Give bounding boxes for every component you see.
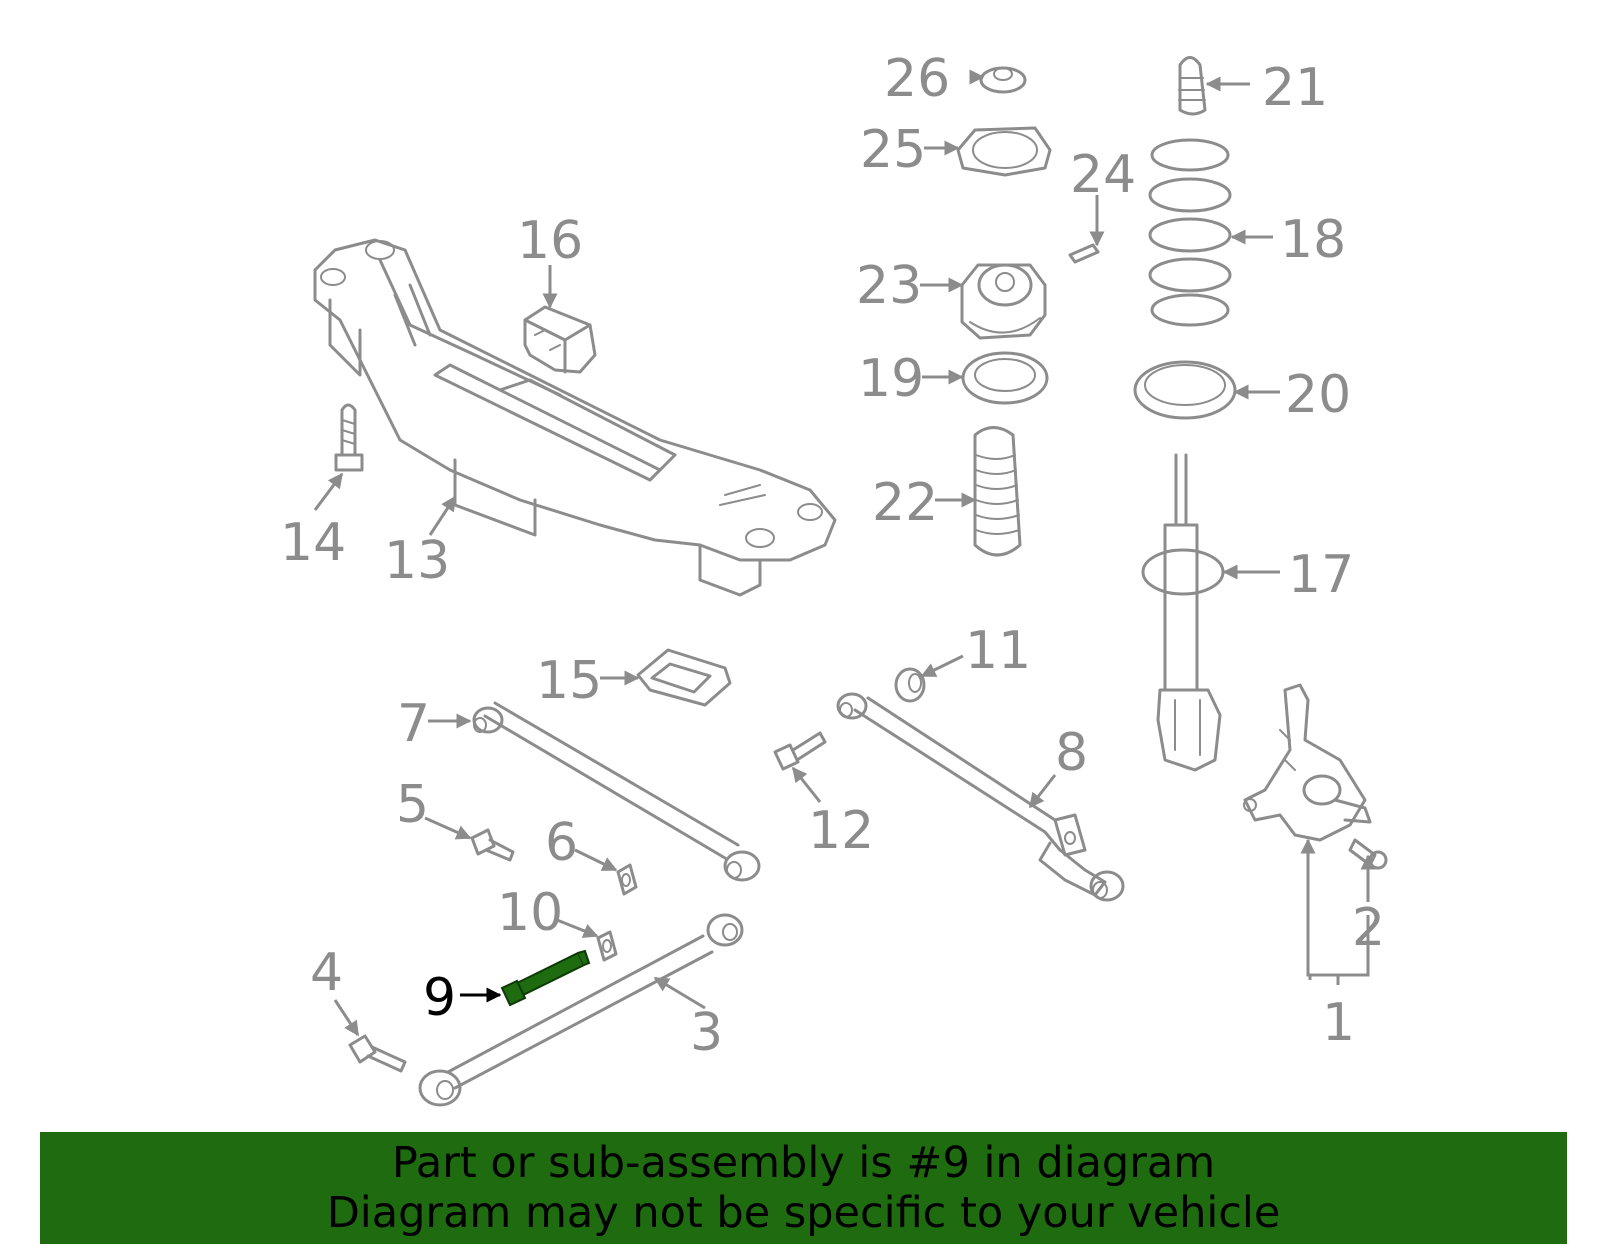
label-17: 17 <box>1288 545 1354 605</box>
part-9-bolt-highlighted <box>500 949 591 1007</box>
label-16: 16 <box>517 211 583 271</box>
part-3-trailing-link <box>418 913 744 1107</box>
label-8: 8 <box>1055 723 1088 783</box>
label-21: 21 <box>1262 58 1328 118</box>
label-12: 12 <box>808 801 874 861</box>
label-20: 20 <box>1285 365 1351 425</box>
label-11: 11 <box>965 621 1031 681</box>
part-17-strut <box>1141 453 1225 772</box>
part-8-lower-arm <box>836 692 1125 902</box>
suspension-parts-diagram: 26 25 24 21 18 16 23 19 20 22 17 14 13 1… <box>280 49 1388 1107</box>
label-4: 4 <box>310 943 343 1003</box>
part-1-knuckle <box>1243 683 1372 842</box>
label-2: 2 <box>1352 898 1385 958</box>
label-6: 6 <box>545 813 578 873</box>
info-banner: Part or sub-assembly is #9 in diagram Di… <box>40 1132 1567 1244</box>
part-15-bracket <box>636 648 732 707</box>
part-14-bolt <box>334 403 364 472</box>
part-13-crossmember <box>313 238 837 597</box>
part-24-clip <box>1068 243 1100 264</box>
label-9-highlighted: 9 <box>423 968 456 1028</box>
label-23: 23 <box>856 256 922 316</box>
part-12-bolt <box>773 731 827 771</box>
leader-arrows <box>313 69 1376 1037</box>
part-25-upper-plate <box>956 126 1052 177</box>
label-25: 25 <box>860 120 926 180</box>
part-23-strut-mount <box>960 263 1047 340</box>
part-6-washer <box>616 863 638 896</box>
label-5: 5 <box>396 775 429 835</box>
label-15: 15 <box>536 651 602 711</box>
banner-line-1: Part or sub-assembly is #9 in diagram <box>391 1138 1216 1188</box>
label-13: 13 <box>384 531 450 591</box>
part-22-boot <box>973 426 1022 557</box>
part-21-bump-stop <box>1178 56 1207 116</box>
label-22: 22 <box>872 473 938 533</box>
label-10: 10 <box>497 883 563 943</box>
part-4-bolt <box>348 1034 407 1073</box>
banner-line-2: Diagram may not be specific to your vehi… <box>326 1188 1281 1238</box>
label-26: 26 <box>884 49 950 109</box>
part-16-mount <box>523 305 597 374</box>
part-11-bushing <box>894 667 926 703</box>
part-18-coil-spring <box>1148 138 1232 327</box>
label-1: 1 <box>1322 993 1355 1053</box>
label-19: 19 <box>858 349 924 409</box>
part-20-spring-seat <box>1133 360 1237 420</box>
label-24: 24 <box>1070 145 1136 205</box>
label-3: 3 <box>690 1003 723 1063</box>
part-26-cap <box>979 66 1027 94</box>
part-10-washer <box>596 930 618 962</box>
label-18: 18 <box>1280 210 1346 270</box>
label-7: 7 <box>397 694 430 754</box>
part-7-lateral-link <box>472 701 761 882</box>
part-19-insulator <box>961 351 1049 405</box>
label-14: 14 <box>280 513 346 573</box>
part-5-bolt <box>470 828 515 862</box>
